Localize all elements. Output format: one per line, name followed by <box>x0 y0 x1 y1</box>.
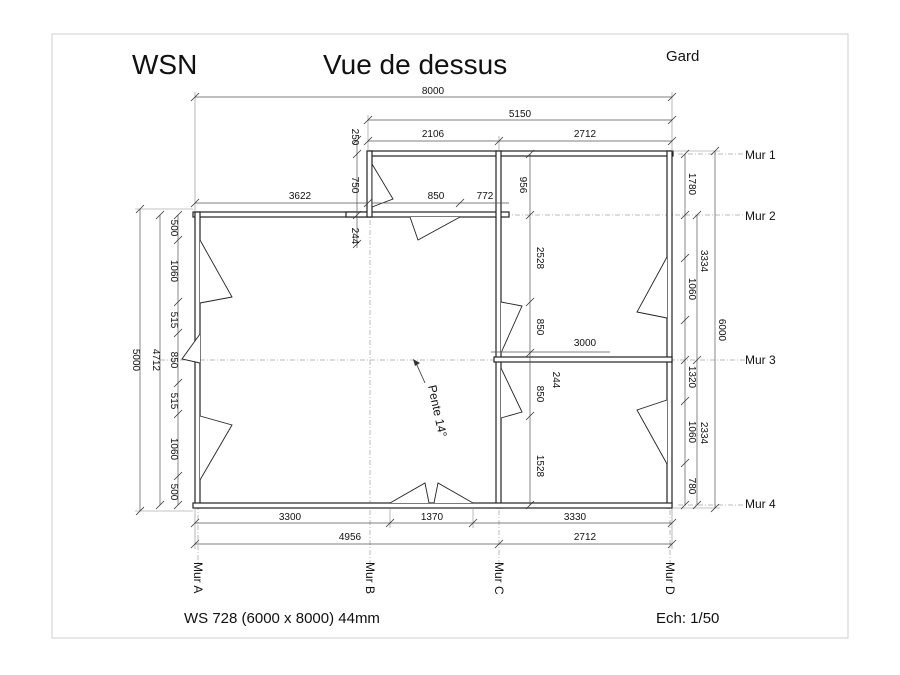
dim-bottom-3330: 3330 <box>564 512 587 523</box>
wall-mur-4 <box>192 502 673 509</box>
dim-upper-left-segment: 2106 <box>422 129 445 140</box>
door-mur-2 <box>409 216 461 241</box>
label-mur-b: Mur B <box>363 562 377 594</box>
dim-step-250: 250 <box>349 129 360 146</box>
window-mur-d-upper <box>636 256 668 319</box>
dim-upper-width: 5150 <box>509 109 532 120</box>
scale-label: Ech: 1/50 <box>656 610 719 627</box>
dim-left-500-top: 500 <box>168 220 179 237</box>
wall-top-upper <box>367 150 674 157</box>
dim-left-515-low: 515 <box>168 393 179 410</box>
label-mur-a: Mur A <box>191 562 205 593</box>
walls <box>192 150 674 509</box>
dim-upper-right-segment: 2712 <box>574 129 597 140</box>
window-mur-a-mid <box>181 333 201 364</box>
door-mur-c-lower <box>500 367 523 419</box>
dim-seg-1528: 1528 <box>534 455 545 478</box>
dim-seg-850-mid: 850 <box>534 319 545 336</box>
slope-arrow <box>415 362 426 384</box>
dim-left-850: 850 <box>168 352 179 369</box>
double-door-mur-4 <box>389 482 474 504</box>
wall-mur-b-upper <box>366 150 373 218</box>
dim-right-6000: 6000 <box>716 319 727 342</box>
dim-left-total-5000: 5000 <box>130 349 141 372</box>
dim-seg-772: 772 <box>477 191 494 202</box>
sheet-border <box>51 33 849 639</box>
dimension-labels-horizontal: 8000 5150 2106 2712 3622 850 772 3000 33… <box>279 86 597 543</box>
dim-right-1780: 1780 <box>686 173 697 196</box>
dim-seg-2528: 2528 <box>534 247 545 270</box>
label-mur-3: Mur 3 <box>745 353 776 367</box>
dim-porch-3622: 3622 <box>289 191 312 202</box>
dim-seg-956: 956 <box>517 177 528 194</box>
dim-right-2334: 2334 <box>698 422 709 445</box>
label-mur-d: Mur D <box>663 562 677 595</box>
dim-step-244-top: 244 <box>349 228 360 245</box>
dim-overall-width: 8000 <box>422 86 445 97</box>
wall-mur-3 <box>493 356 673 363</box>
roof-slope: Pente 14° <box>413 359 450 439</box>
dim-right-1060-top: 1060 <box>686 278 697 301</box>
model-spec: WS 728 (6000 x 8000) 44mm <box>184 610 380 627</box>
window-mur-d-lower <box>636 399 668 465</box>
dim-seg-850-low: 850 <box>534 386 545 403</box>
slope-label: Pente 14° <box>425 384 450 439</box>
dim-bottom-4956: 4956 <box>339 532 362 543</box>
dim-left-total-4712: 4712 <box>150 349 161 372</box>
dim-left-1060-top: 1060 <box>168 260 179 283</box>
dim-step-750: 750 <box>349 177 360 194</box>
door-mur-b <box>371 162 394 208</box>
openings <box>181 162 668 504</box>
brand-label: WSN <box>132 49 197 80</box>
dimension-ticks <box>135 92 720 549</box>
drawing-title: Vue de dessus <box>323 49 507 80</box>
dim-left-515-top: 515 <box>168 312 179 329</box>
dim-right-1060-low: 1060 <box>686 421 697 444</box>
wall-labels: Mur 1 Mur 2 Mur 3 Mur 4 Mur A Mur B Mur … <box>191 148 776 595</box>
dim-seg-244-mid: 244 <box>550 372 561 389</box>
dim-left-500-low: 500 <box>168 484 179 501</box>
label-mur-c: Mur C <box>492 562 506 595</box>
dim-left-1060-low: 1060 <box>168 438 179 461</box>
window-mur-a-lower <box>199 415 233 481</box>
label-mur-1: Mur 1 <box>745 148 776 162</box>
label-mur-4: Mur 4 <box>745 497 776 511</box>
dim-bottom-3300: 3300 <box>279 512 302 523</box>
window-mur-a-upper <box>199 239 233 304</box>
dim-door-850-top: 850 <box>428 191 445 202</box>
dim-bottom-1370: 1370 <box>421 512 444 523</box>
wall-mur-c <box>495 150 502 509</box>
dim-right-780: 780 <box>686 478 697 495</box>
dim-right-3334: 3334 <box>698 250 709 273</box>
dim-bottom-2712: 2712 <box>574 532 597 543</box>
dimension-labels-vertical: 250 750 244 956 2528 850 244 850 1528 50… <box>130 129 727 501</box>
label-mur-2: Mur 2 <box>745 209 776 223</box>
slope-arrowhead <box>413 359 420 366</box>
dim-seg-3000: 3000 <box>574 338 597 349</box>
dim-right-1320: 1320 <box>686 366 697 389</box>
wall-mur-d <box>666 150 673 509</box>
door-mur-c-upper <box>500 301 523 354</box>
model-name: Gard <box>666 48 699 65</box>
dimension-lines <box>135 92 720 549</box>
